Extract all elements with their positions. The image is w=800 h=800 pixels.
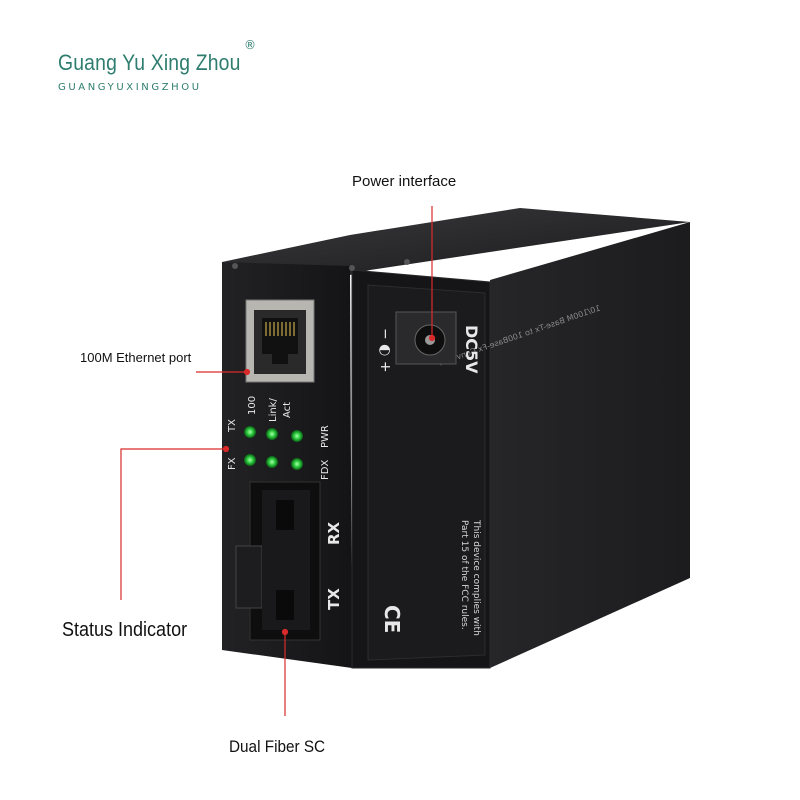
led-fx	[244, 454, 256, 466]
device-top-face	[222, 208, 690, 275]
brand-name: Guang Yu Xing Zhou	[58, 50, 241, 75]
ce-mark-icon: CE	[380, 605, 404, 633]
registered-mark: ®	[244, 38, 256, 52]
brand-logo: Guang Yu Xing Zhou GUANGYUXINGZHOU	[58, 50, 265, 93]
led-label-fx: FX	[227, 457, 238, 470]
led-link	[291, 430, 303, 442]
fiber-label-rx: RX	[325, 521, 343, 545]
fcc-text-line2: Part 15 of the FCC rules.	[459, 520, 469, 630]
led-label-act: Act	[282, 402, 293, 418]
fiber-label-tx: TX	[325, 588, 343, 610]
dc-power-jack-icon	[395, 311, 457, 365]
fcc-text-line1: This device complies with	[471, 519, 481, 636]
led-label-fdx: FDX	[320, 460, 331, 480]
led-label-link: Link/	[268, 398, 279, 422]
callout-lines	[120, 206, 436, 716]
rj45-port-icon	[245, 299, 315, 383]
led-label-100: 100	[247, 396, 258, 415]
status-leds	[244, 426, 303, 470]
callout-ethernet-port: 100M Ethernet port	[80, 350, 192, 365]
polarity-symbol-icon: − ◐ +	[377, 328, 393, 373]
dc5v-label: DC5V	[462, 325, 481, 374]
fiber-sc-port-icon	[235, 481, 321, 641]
led-fdx	[266, 456, 278, 468]
callout-dual-fiber-sc: Dual Fiber SC	[229, 737, 326, 756]
device-side-face	[490, 222, 690, 668]
callout-power-interface: Power interface	[352, 173, 457, 190]
callout-status-indicator: Status Indicator	[62, 619, 188, 641]
led-100	[266, 428, 278, 440]
led-label-tx: TX	[227, 419, 238, 433]
brand-subtitle: GUANGYUXINGZHOU	[58, 82, 202, 93]
led-tx	[244, 426, 256, 438]
led-pwr	[291, 458, 303, 470]
led-label-pwr: PWR	[320, 425, 331, 448]
